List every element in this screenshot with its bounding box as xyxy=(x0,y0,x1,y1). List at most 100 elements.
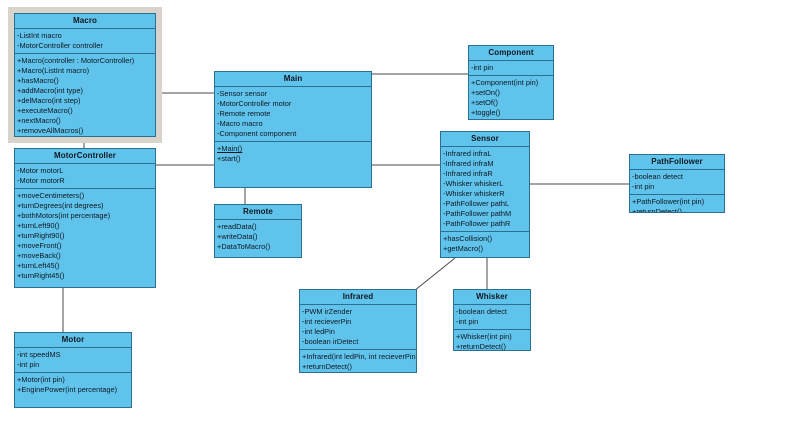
methods-section-whisker: +Whisker(int pin)+returnDetect() xyxy=(454,330,530,351)
uml-class-macro[interactable]: Macro-ListInt macro-MotorController cont… xyxy=(8,7,162,143)
methods-section-macro: +Macro(controller : MotorController)+Mac… xyxy=(15,54,155,136)
attribute-row: -Whisker whiskerR xyxy=(443,189,505,199)
method-row: +turnDegrees(int degrees) xyxy=(17,201,104,211)
attributes-section-infrared: -PWM irZender-int recieverPin-int ledPin… xyxy=(300,305,416,350)
method-row: +PathFollower(int pin) xyxy=(632,197,705,207)
attribute-row: -int pin xyxy=(471,63,494,73)
method-row: +Component(int pin) xyxy=(471,78,539,88)
uml-class-motorcontroller[interactable]: MotorController -Motor motorL-Motor motor… xyxy=(14,148,156,288)
class-name-macro: Macro xyxy=(15,14,155,29)
sensor-to-infrared xyxy=(413,257,456,292)
method-row: +addMacro(int type) xyxy=(17,86,83,96)
attribute-row: -Sensor sensor xyxy=(217,89,268,99)
attributes-section-pathfollower: -boolean detect-int pin xyxy=(630,170,724,195)
method-row: +moveCentimeters() xyxy=(17,191,85,201)
method-row: +Motor(int pin) xyxy=(17,375,65,385)
attributes-section-main: -Sensor sensor-MotorController motor-Rem… xyxy=(215,87,371,142)
method-row: +turnLeft90() xyxy=(17,221,60,231)
attribute-row: -boolean detect xyxy=(632,172,683,182)
attribute-row: -int pin xyxy=(456,317,479,327)
methods-section-motor: +Motor(int pin)+EnginePower(int percenta… xyxy=(15,373,131,397)
attribute-row: -int speedMS xyxy=(17,350,61,360)
attribute-row: -PathFollower pathM xyxy=(443,209,512,219)
attribute-row: -Component component xyxy=(217,129,297,139)
method-row: +hasMacro() xyxy=(17,76,59,86)
method-row: +Main() xyxy=(217,144,243,154)
attribute-row: -Motor motorR xyxy=(17,176,65,186)
uml-class-sensor[interactable]: Sensor-Infrared infraL-Infrared infraM-I… xyxy=(440,131,530,258)
attribute-row: -MotorController motor xyxy=(217,99,292,109)
method-row: +bothMotors(int percentage) xyxy=(17,211,111,221)
method-row: +Infrared(int ledPin, int recieverPin) xyxy=(302,352,417,362)
attribute-row: -boolean irDetect xyxy=(302,337,359,347)
attribute-row: -Remote remote xyxy=(217,109,271,119)
methods-section-component: +Component(int pin)+setOn()+setOf()+togg… xyxy=(469,76,553,119)
attribute-row: -Infrared infraR xyxy=(443,169,493,179)
method-row: +delMacro(int step) xyxy=(17,96,81,106)
class-name-pathfollower: PathFollower xyxy=(630,155,724,170)
method-row: +turnLeft45() xyxy=(17,261,60,271)
method-row: +returnDetect() xyxy=(302,362,352,372)
method-row: +writeData() xyxy=(217,232,258,242)
class-name-motor: Motor xyxy=(15,333,131,348)
methods-section-remote: +readData()+writeData()+DataToMacro() xyxy=(215,220,301,254)
attribute-row: -boolean detect xyxy=(456,307,507,317)
uml-class-component[interactable]: Component-int pin+Component(int pin)+set… xyxy=(468,45,554,120)
method-row: +start() xyxy=(217,154,241,164)
class-name-infrared: Infrared xyxy=(300,290,416,305)
class-name-sensor: Sensor xyxy=(441,132,529,147)
attribute-row: -int pin xyxy=(632,182,655,192)
method-row: +returnDetect() xyxy=(632,207,682,213)
method-row: +hasCollision() xyxy=(443,234,493,244)
class-name-main: Main xyxy=(215,72,371,87)
method-row: +removeAllMacros() xyxy=(17,126,84,136)
method-row: +getMacro() xyxy=(443,244,484,254)
methods-section-infrared: +Infrared(int ledPin, int recieverPin)+r… xyxy=(300,350,417,372)
method-row: +EnginePower(int percentage) xyxy=(17,385,118,395)
method-row: +turnRight45() xyxy=(17,271,65,281)
attribute-row: -PWM irZender xyxy=(302,307,353,317)
attribute-row: -MotorController controller xyxy=(17,41,103,51)
attributes-section-motor: -int speedMS-int pin xyxy=(15,348,131,373)
attributes-section-sensor: -Infrared infraL-Infrared infraM-Infrare… xyxy=(441,147,529,232)
method-row: +setOf() xyxy=(471,98,498,108)
uml-class-whisker[interactable]: Whisker-boolean detect-int pin+Whisker(i… xyxy=(453,289,531,351)
method-row: +DataToMacro() xyxy=(217,242,271,252)
uml-class-motor[interactable]: Motor-int speedMS-int pin+Motor(int pin)… xyxy=(14,332,132,408)
method-row: +nextMacro() xyxy=(17,116,61,126)
uml-class-infrared[interactable]: Infrared-PWM irZender-int recieverPin-in… xyxy=(299,289,417,373)
method-row: +toggle() xyxy=(471,108,501,118)
method-row: +Macro(controller : MotorController) xyxy=(17,56,135,66)
attribute-row: -int recieverPin xyxy=(302,317,352,327)
methods-section-main: +Main()+start() xyxy=(215,142,371,166)
methods-section-sensor: +hasCollision()+getMacro() xyxy=(441,232,529,256)
attributes-section-whisker: -boolean detect-int pin xyxy=(454,305,530,330)
attribute-row: -Macro macro xyxy=(217,119,263,129)
attribute-row: -Infrared infraL xyxy=(443,149,492,159)
attribute-row: -PathFollower pathL xyxy=(443,199,510,209)
uml-class-main[interactable]: Main-Sensor sensor-MotorController motor… xyxy=(214,71,372,188)
method-row: +turnRight90() xyxy=(17,231,65,241)
attributes-section-macro: -ListInt macro-MotorController controlle… xyxy=(15,29,155,54)
class-name-component: Component xyxy=(469,46,553,61)
uml-class-remote[interactable]: Remote+readData()+writeData()+DataToMacr… xyxy=(214,204,302,258)
class-name-whisker: Whisker xyxy=(454,290,530,305)
methods-section-pathfollower: +PathFollower(int pin)+returnDetect() xyxy=(630,195,724,213)
method-row: +executeMacro() xyxy=(17,106,73,116)
attribute-row: -Whisker whiskerL xyxy=(443,179,504,189)
attribute-row: -ListInt macro xyxy=(17,31,62,41)
class-name-motorcontroller: MotorController xyxy=(15,149,155,164)
attribute-row: -Motor motorL xyxy=(17,166,64,176)
attribute-row: -PathFollower pathR xyxy=(443,219,511,229)
method-row: +Macro(ListInt macro) xyxy=(17,66,90,76)
method-row: +returnDetect() xyxy=(456,342,506,351)
class-name-remote: Remote xyxy=(215,205,301,220)
method-row: +moveFront() xyxy=(17,241,62,251)
uml-class-pathfollower[interactable]: PathFollower-boolean detect-int pin+Path… xyxy=(629,154,725,213)
attribute-row: -Infrared infraM xyxy=(443,159,494,169)
method-row: +moveBack() xyxy=(17,251,61,261)
method-row: +readData() xyxy=(217,222,257,232)
attributes-section-component: -int pin xyxy=(469,61,553,76)
method-row: +Whisker(int pin) xyxy=(456,332,512,342)
